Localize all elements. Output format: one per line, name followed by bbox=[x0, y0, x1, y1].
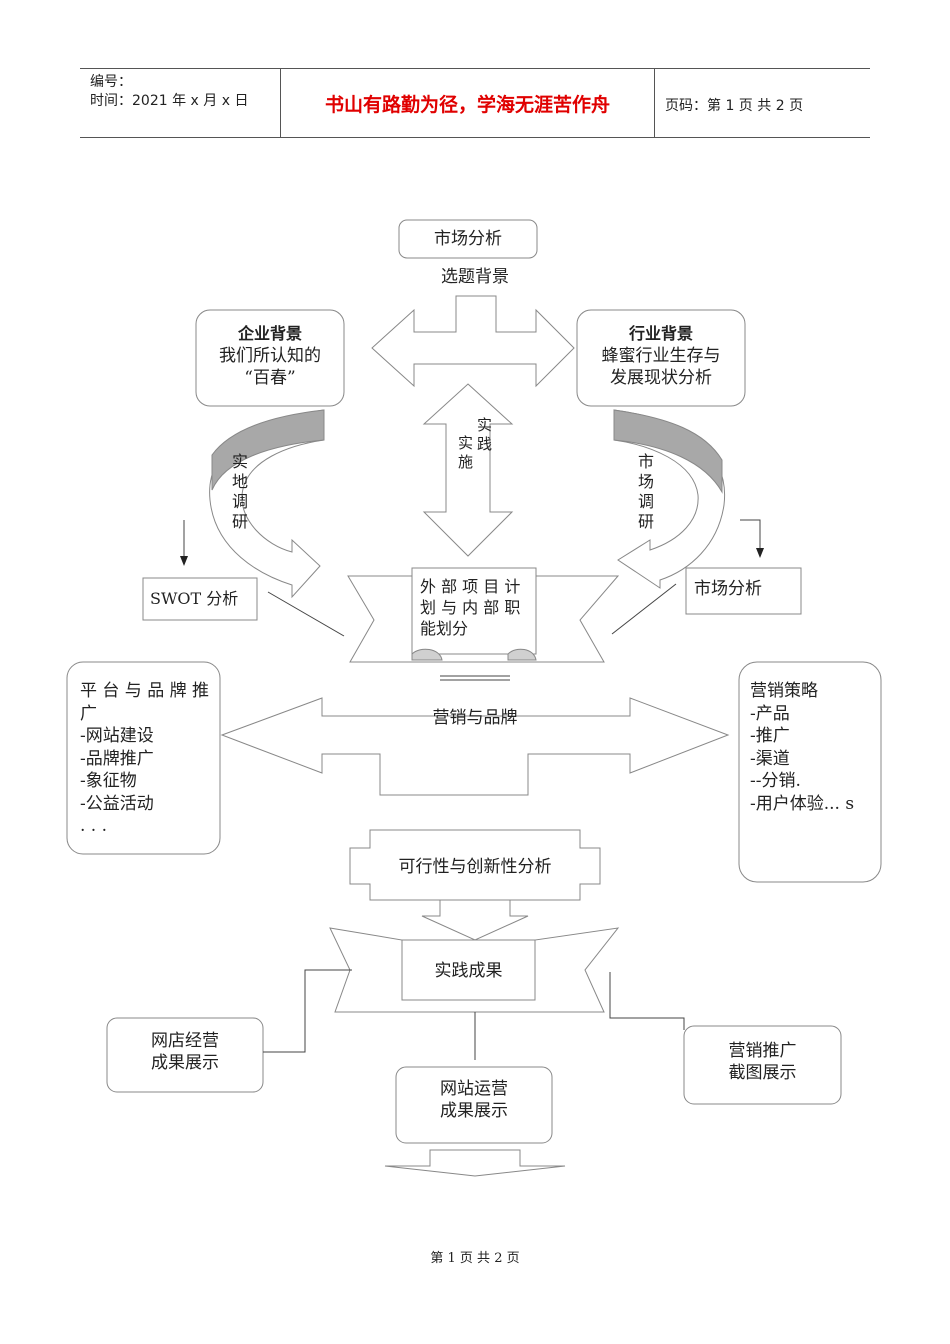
down-arrow-1 bbox=[421, 899, 529, 941]
top-market-box bbox=[398, 219, 538, 259]
enterprise-line2: “百春” bbox=[244, 368, 296, 388]
header-table: 编号： 时间：2021 年 x 月 x 日 书山有路勤为径，学海无涯苦作舟 页码… bbox=[80, 68, 870, 138]
industry-line2: 发展现状分析 bbox=[610, 368, 712, 388]
shop-label: 网店经营 成果展示 bbox=[151, 1031, 219, 1073]
page-label: 页码：第 1 页 共 2 页 bbox=[665, 98, 804, 114]
center-arrow-label-b: 实 践 bbox=[477, 416, 493, 453]
background-double-arrow bbox=[371, 295, 575, 388]
top-market-label: 市场分析 bbox=[434, 229, 502, 249]
market-box2-label: 市场分析 bbox=[694, 579, 762, 599]
plan-scroll bbox=[411, 567, 537, 655]
results-box bbox=[401, 939, 536, 1001]
right-curve-label: 市 场 调 研 bbox=[638, 452, 655, 531]
results-label: 实践成果 bbox=[434, 961, 503, 981]
shop-box bbox=[106, 1017, 264, 1093]
right-curve-shade bbox=[613, 409, 723, 494]
website-label: 网站运营 成果展示 bbox=[440, 1079, 508, 1121]
platform-text: 平 台 与 品 牌 推 广 -网站建设 -品牌推广 -象征物 -公益活动 . .… bbox=[80, 681, 210, 836]
time-label: 时间：2021 年 x 月 x 日 bbox=[90, 93, 249, 109]
enterprise-title: 企业背景 bbox=[237, 324, 302, 343]
scroll-curl-left bbox=[411, 648, 443, 661]
market-box-2 bbox=[685, 567, 802, 615]
promo-box bbox=[683, 1025, 842, 1105]
swot-label: SWOT 分析 bbox=[150, 589, 239, 608]
feasibility-label: 可行性与创新性分析 bbox=[398, 857, 552, 877]
industry-line1: 蜂蜜行业生存与 bbox=[601, 346, 721, 366]
scroll-curl-right bbox=[507, 648, 537, 661]
industry-box bbox=[576, 309, 746, 407]
left-curve-label: 实 地 调 研 bbox=[232, 452, 249, 531]
platform-box bbox=[66, 661, 221, 855]
page-footer: 第 1 页 共 2 页 bbox=[430, 1251, 520, 1266]
left-curve-shade bbox=[211, 409, 325, 491]
topic-label: 选题背景 bbox=[441, 267, 509, 287]
center-arrow-label-a: 实 施 bbox=[458, 434, 474, 471]
enterprise-line1: 我们所认知的 bbox=[219, 346, 321, 366]
down-arrow-2 bbox=[384, 1149, 566, 1177]
motto: 书山有路勤为径，学海无涯苦作舟 bbox=[280, 69, 655, 137]
strategy-text: 营销策略 -产品 -推广 -渠道 --分销. -用户体验... s bbox=[750, 681, 855, 814]
feasibility-box bbox=[349, 829, 601, 901]
industry-title: 行业背景 bbox=[628, 324, 693, 343]
website-box bbox=[395, 1066, 553, 1144]
practice-vertical-arrow bbox=[422, 383, 514, 557]
marketing-double-arrow bbox=[220, 697, 730, 796]
header-meta: 编号： 时间：2021 年 x 月 x 日 bbox=[90, 73, 248, 111]
code-label: 编号： bbox=[90, 74, 132, 90]
marketing-brand-label: 营销与品牌 bbox=[432, 708, 518, 728]
promo-label: 营销推广 截图展示 bbox=[728, 1041, 797, 1083]
strategy-box bbox=[738, 661, 882, 883]
enterprise-box bbox=[195, 309, 345, 407]
swot-box bbox=[142, 577, 258, 621]
plan-scroll-text: 外 部 项 目 计 划 与 内 部 职 能划分 bbox=[420, 577, 521, 638]
